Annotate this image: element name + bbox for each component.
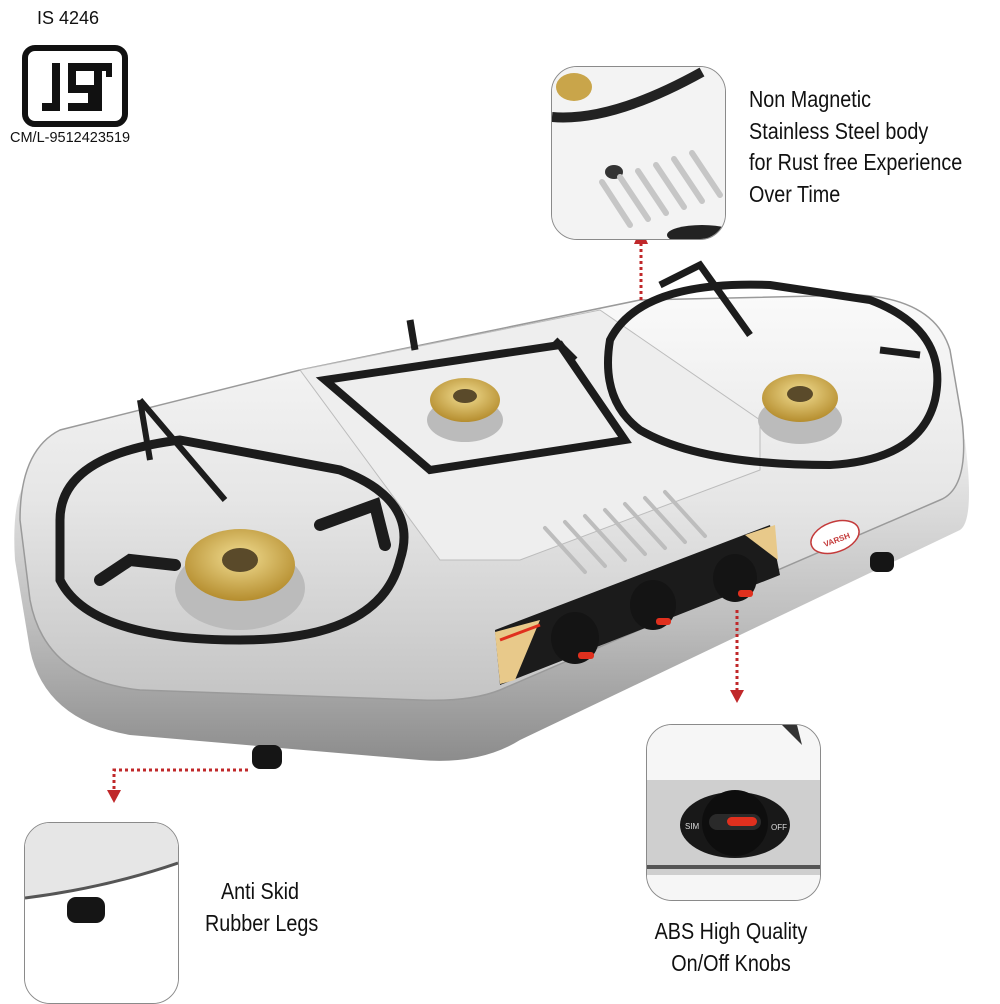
isi-license-number: CM/L-9512423519 bbox=[10, 130, 131, 146]
callout-line: Stainless Steel body bbox=[749, 117, 929, 144]
legs-closeup-thumbnail bbox=[24, 822, 179, 1004]
callout-line: ABS High Quality bbox=[654, 918, 808, 944]
knob bbox=[551, 554, 757, 664]
gas-stove-image: VARSH bbox=[14, 260, 970, 769]
isi-standard-label: IS 4246 bbox=[37, 8, 100, 28]
callout-line: for Rust free Experience bbox=[749, 149, 963, 175]
callout-line: Non Magnetic bbox=[749, 86, 872, 112]
isi-mark-icon bbox=[22, 45, 128, 127]
sim-label: SIM bbox=[685, 822, 700, 831]
vent-grille-closeup-image bbox=[552, 67, 725, 239]
callout-line: Rubber Legs bbox=[204, 909, 319, 936]
callout-body-text: Non Magnetic Stainless Steel body for Ru… bbox=[749, 84, 962, 210]
arrow-down-icon bbox=[107, 790, 121, 803]
off-label: OFF bbox=[771, 823, 787, 832]
callout-knobs-text: ABS High Quality On/Off Knobs bbox=[651, 916, 811, 979]
body-closeup-thumbnail bbox=[551, 66, 726, 240]
knob-closeup-image: SIM OFF bbox=[647, 725, 820, 900]
rubber-leg-closeup-image bbox=[25, 823, 178, 1003]
callout-legs-text: Anti Skid Rubber Legs bbox=[204, 876, 319, 939]
knob-closeup-thumbnail: SIM OFF bbox=[646, 724, 821, 901]
callout-line: Over Time bbox=[749, 180, 841, 207]
callout-line: On/Off Knobs bbox=[671, 949, 791, 976]
callout-line: Anti Skid bbox=[220, 878, 300, 904]
